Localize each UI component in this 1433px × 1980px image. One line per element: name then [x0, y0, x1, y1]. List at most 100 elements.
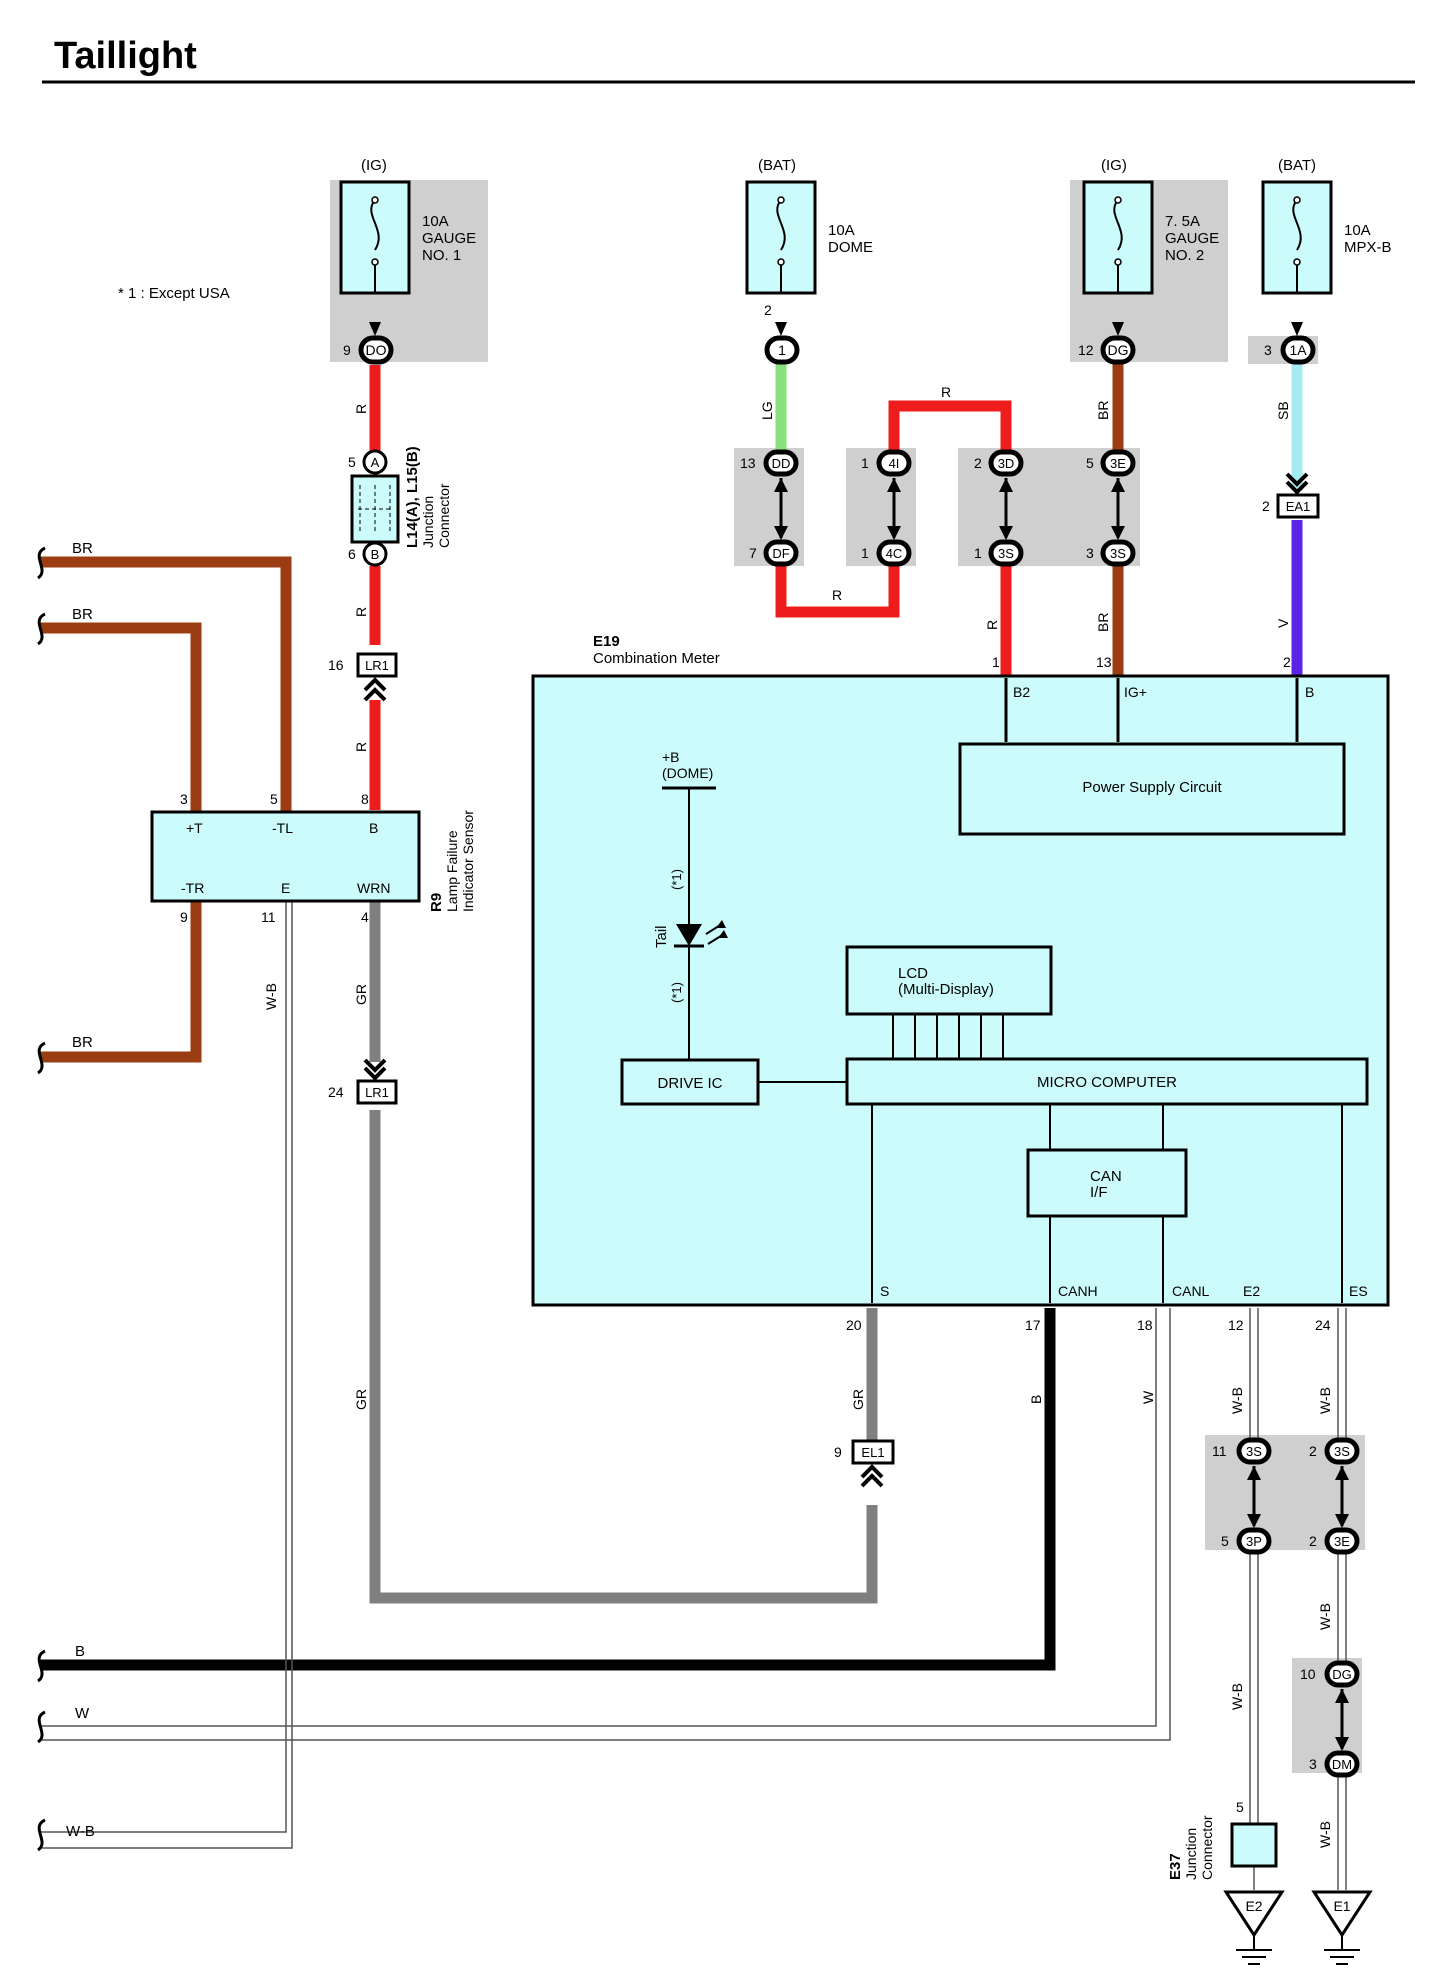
- fuse-rating: 10A: [422, 213, 449, 230]
- connector-label: DO: [366, 342, 387, 358]
- pin-number: 1: [861, 545, 869, 561]
- pin-number: 2: [1283, 654, 1291, 670]
- pin-number: 20: [846, 1317, 862, 1333]
- lcd-box: [845, 945, 1053, 1016]
- connector-label: EA1: [1286, 499, 1311, 514]
- connector-label: DG: [1108, 342, 1129, 358]
- wire-label: R: [353, 404, 369, 414]
- wire-label: R: [984, 620, 1000, 630]
- connector-label: DM: [1332, 1757, 1352, 1772]
- connector-pair-dg-dm: DG 10 DM 3: [1300, 1660, 1360, 1778]
- pin-number: 5: [1086, 455, 1094, 471]
- wire-label: BR: [72, 540, 93, 557]
- connector-el1: EL1 9: [834, 1439, 895, 1488]
- connector-pair-3e-3s: 3E 5 3S 3: [1086, 449, 1136, 567]
- vertical-wire-labels: R R R LG R R R BR BR SB V GR GR W-B GR B…: [263, 384, 1333, 1848]
- connector-label: 3S: [1246, 1444, 1262, 1459]
- drive-ic-label: DRIVE IC: [657, 1075, 722, 1092]
- wire-label: W-B: [1317, 1603, 1333, 1630]
- connector-pair-3d-3s: 3D 2 3S 1: [974, 449, 1024, 567]
- wire-label: R: [353, 607, 369, 617]
- tail-label: Tail: [653, 925, 670, 948]
- wire-brown: [40, 622, 202, 815]
- fuse-source: (IG): [361, 157, 387, 174]
- junction-connector-l14-l15: A 5 B 6 L14(A), L15(B) Junction Connecto…: [348, 446, 452, 567]
- pin-number: 2: [974, 455, 982, 471]
- connector-pair-3s-3p: 3S 11 3P 5: [1212, 1437, 1272, 1555]
- pin-name: E2: [1243, 1283, 1260, 1299]
- connector-label: DG: [1332, 1667, 1352, 1682]
- ground-e2: E2: [1223, 1890, 1285, 1965]
- connector-label: 1: [778, 342, 786, 358]
- power-supply-label: Power Supply Circuit: [1082, 779, 1222, 796]
- fuse-rating: 10A: [828, 222, 855, 239]
- wire-red: [775, 566, 900, 618]
- pin-number: 2: [1309, 1443, 1317, 1459]
- pin-number: 17: [1025, 1317, 1041, 1333]
- wire-label: B: [75, 1643, 85, 1660]
- wire-label: W-B: [1317, 1821, 1333, 1848]
- pin-name: IG+: [1124, 684, 1147, 700]
- pin-number: 24: [328, 1084, 344, 1100]
- pin-number: 9: [343, 342, 351, 358]
- connector-label: 3S: [998, 546, 1014, 561]
- component-id: E19: [593, 633, 620, 650]
- connector-label: A: [371, 455, 380, 470]
- wire-red: [888, 400, 1012, 450]
- component-id: R9: [428, 893, 445, 912]
- pin-number: 1: [861, 455, 869, 471]
- wire-gray: [369, 1110, 878, 1604]
- pin-name: B2: [1013, 684, 1030, 700]
- wire-label: R: [832, 587, 842, 603]
- connector-label: 3D: [998, 456, 1015, 471]
- wire-label: GR: [353, 1389, 369, 1410]
- wire-black: [40, 1308, 1056, 1671]
- dome-label: +B: [662, 749, 680, 765]
- ground-e1: E1: [1311, 1890, 1373, 1965]
- wire-label: W-B: [1317, 1387, 1333, 1414]
- pin-number: 10: [1300, 1666, 1316, 1682]
- can-label-2: I/F: [1090, 1184, 1108, 1201]
- fuse-source: (IG): [1101, 157, 1127, 174]
- wire-label: W-B: [1229, 1683, 1245, 1710]
- ground-icon: [1223, 1890, 1285, 1938]
- pin-number: 11: [261, 909, 276, 925]
- page-title: Taillight: [54, 35, 197, 77]
- pin-number: 9: [180, 909, 188, 925]
- wire-label: B: [1028, 1395, 1044, 1404]
- wire-label: BR: [72, 1034, 93, 1051]
- pin-number: 5: [1236, 1799, 1244, 1815]
- pin-number: 1: [992, 654, 1000, 670]
- can-label: CAN: [1090, 1168, 1122, 1185]
- wire-label: R: [353, 742, 369, 752]
- component-name-2: Connector: [1199, 1815, 1215, 1880]
- connector-label: 3S: [1334, 1444, 1350, 1459]
- pin-number: 13: [1096, 654, 1112, 670]
- note-marker: (*1): [669, 982, 684, 1003]
- wires: [40, 362, 1303, 1671]
- lcd-label-2: (Multi-Display): [898, 981, 994, 998]
- led-icon: [676, 924, 702, 946]
- wire-label: V: [1275, 618, 1291, 628]
- wire-brown: [40, 556, 292, 815]
- connector-label: EL1: [861, 1445, 884, 1460]
- fuse-mpx-b: (BAT) 10A MPX-B: [1261, 157, 1392, 295]
- connector-label: LR1: [365, 658, 389, 673]
- pin-name: E: [281, 880, 290, 896]
- pin-number: 12: [1078, 342, 1094, 358]
- wire-label: W-B: [66, 1823, 95, 1840]
- pin-number: 13: [740, 455, 756, 471]
- connector-name: L14(A), L15(B): [404, 446, 421, 548]
- pin-number: 7: [749, 545, 757, 561]
- pin-number: 5: [1221, 1533, 1229, 1549]
- wire-label: SB: [1275, 401, 1291, 420]
- pin-number: 5: [270, 791, 278, 807]
- component-name: Combination Meter: [593, 650, 720, 667]
- connector-label: 3S: [1110, 546, 1126, 561]
- connector-lr1-bottom: LR1 24: [328, 1058, 398, 1105]
- component-name-1: Lamp Failure: [444, 830, 460, 912]
- pin-name: -TL: [272, 820, 293, 836]
- connector-label: 4I: [889, 456, 900, 471]
- lcd-label: LCD: [898, 965, 928, 982]
